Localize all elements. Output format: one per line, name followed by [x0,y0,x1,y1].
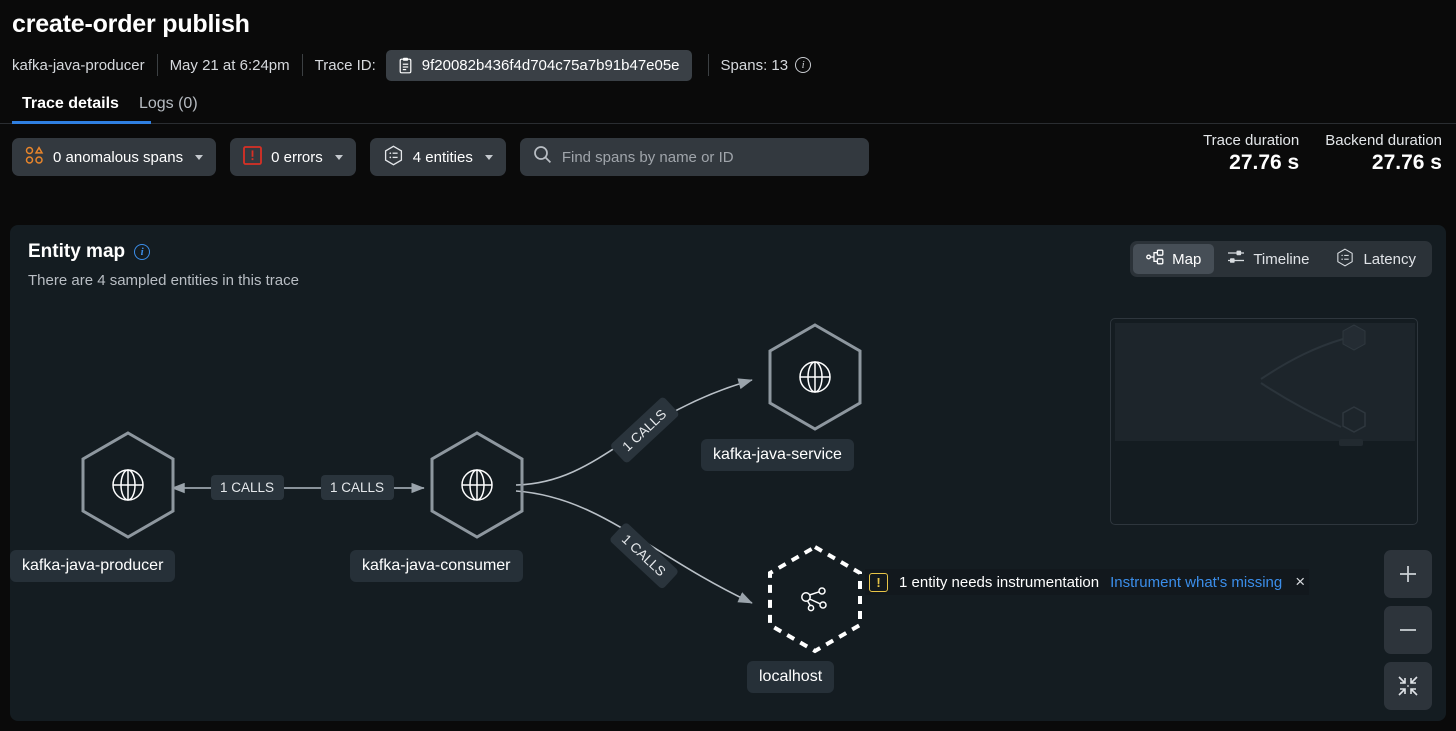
edge-label-consumer-service: 1 CALLS [611,397,679,463]
page-title: create-order publish [12,10,250,38]
trace-id-value: 9f20082b436f4d704c75a7b91b47e05e [421,56,680,74]
edge-label-consumer-localhost: 1 CALLS [610,523,678,589]
view-toggle-timeline[interactable]: Timeline [1214,244,1322,274]
entity-map-header: Entity map i There are 4 sampled entitie… [10,225,1446,289]
node-label-kafka-java-consumer[interactable]: kafka-java-consumer [350,550,523,582]
node-kafka-java-producer [81,431,175,539]
divider [156,54,158,76]
tab-active-underline [12,121,151,124]
globe-icon [112,469,144,501]
minimap-graph [1260,324,1366,446]
chevron-down-icon[interactable] [484,154,493,160]
graph-nodes-icon [801,587,827,612]
minimap[interactable] [1110,318,1418,525]
divider [707,54,709,76]
edge-label-consumer-producer: 1 CALLS [211,475,284,500]
entity-map-subtitle: There are 4 sampled entities in this tra… [28,272,299,289]
entity-graph[interactable]: 1 CALLS 1 CALLS 1 CALLS 1 CALLS kafka-ja… [10,225,1446,721]
instrumentation-banner: ! 1 entity needs instrumentation Instrum… [865,569,1310,595]
plus-icon [1400,566,1416,582]
filter-entities[interactable]: 4 entities [369,138,506,176]
backend-duration-value: 27.76 s [1371,151,1442,174]
spans-label: Spans: 13 [720,56,789,74]
zoom-controls [1384,550,1432,710]
service-name: kafka-java-producer [12,56,145,74]
trace-duration: Trace duration 27.76 s [1203,132,1299,175]
chevron-down-icon[interactable] [334,154,343,160]
search-input[interactable] [561,148,856,166]
view-toggle-map[interactable]: Map [1133,244,1215,274]
instrument-missing-link[interactable]: Instrument what's missing [1110,573,1283,591]
edge-label-producer-consumer: 1 CALLS [321,475,394,500]
filter-errors[interactable]: 0 errors [230,138,356,176]
info-icon[interactable]: i [134,244,151,260]
trace-id-label: Trace ID: [314,56,376,74]
filter-bar: 0 anomalous spans 0 errors 4 entities [0,124,1456,176]
trace-duration-value: 27.76 s [1229,151,1300,174]
divider [301,54,303,76]
trace-duration-label: Trace duration [1203,132,1300,149]
node-label-localhost[interactable]: localhost [747,661,835,693]
fit-screen-icon [1398,676,1418,696]
spans-count: Spans: 13 i [721,57,812,74]
clipboard-icon [398,57,413,74]
trace-id-chip[interactable]: 9f20082b436f4d704c75a7b91b47e05e [385,49,692,81]
zoom-in-button[interactable] [1384,550,1432,598]
close-icon[interactable]: × [1295,572,1306,591]
entities-hex-icon [383,145,404,170]
warning-icon: ! [869,572,888,592]
node-localhost [768,544,862,654]
node-label-kafka-java-service[interactable]: kafka-java-service [701,439,854,471]
map-nodes-icon [1146,249,1164,269]
filter-anomalous-spans[interactable]: 0 anomalous spans [12,138,217,176]
view-toggle-group: Map Timeline [1130,241,1432,277]
edge-label-text: 1 CALLS [330,480,384,495]
trace-meta-row: kafka-java-producer May 21 at 6:24pm Tra… [0,39,1456,81]
filter-anomalous-label: 0 anomalous spans [53,148,184,166]
trace-timestamp: May 21 at 6:24pm [169,56,290,74]
tab-trace-details[interactable]: Trace details [22,95,119,112]
globe-icon [799,361,831,393]
tab-logs[interactable]: Logs (0) [138,95,198,112]
entity-map-title: Entity map [28,241,126,262]
zoom-out-button[interactable] [1384,606,1432,654]
backend-duration-label: Backend duration [1325,132,1442,149]
minus-icon [1400,629,1416,631]
error-icon [243,145,262,169]
filter-entities-label: 4 entities [412,148,473,166]
node-kafka-java-consumer [430,431,524,539]
view-toggle-map-label: Map [1172,250,1202,268]
entity-map-panel: Entity map i There are 4 sampled entitie… [10,225,1446,721]
anomaly-icon [25,145,44,169]
chevron-down-icon[interactable] [195,154,204,160]
instrumentation-message: 1 entity needs instrumentation [899,573,1100,591]
view-toggle-timeline-label: Timeline [1253,250,1310,268]
filter-errors-label: 0 errors [271,148,323,166]
view-toggle-latency-label: Latency [1363,250,1416,268]
entity-map-title-row: Entity map i [28,241,1446,263]
view-toggle-latency[interactable]: Latency [1322,244,1429,274]
edge-label-text: 1 CALLS [220,480,274,495]
latency-hex-icon [1335,248,1355,271]
node-label-kafka-java-producer[interactable]: kafka-java-producer [10,550,176,582]
timeline-icon [1227,249,1245,269]
tab-bar: Trace details Logs (0) [0,89,1456,124]
duration-summary: Trace duration 27.76 s Backend duration … [1203,132,1442,175]
fit-to-screen-button[interactable] [1384,662,1432,710]
backend-duration: Backend duration 27.76 s [1325,132,1442,175]
search-icon [533,145,552,169]
search-span-box[interactable] [519,138,869,176]
info-icon[interactable]: i [795,57,812,73]
globe-icon [461,469,493,501]
node-kafka-java-service [768,323,862,431]
